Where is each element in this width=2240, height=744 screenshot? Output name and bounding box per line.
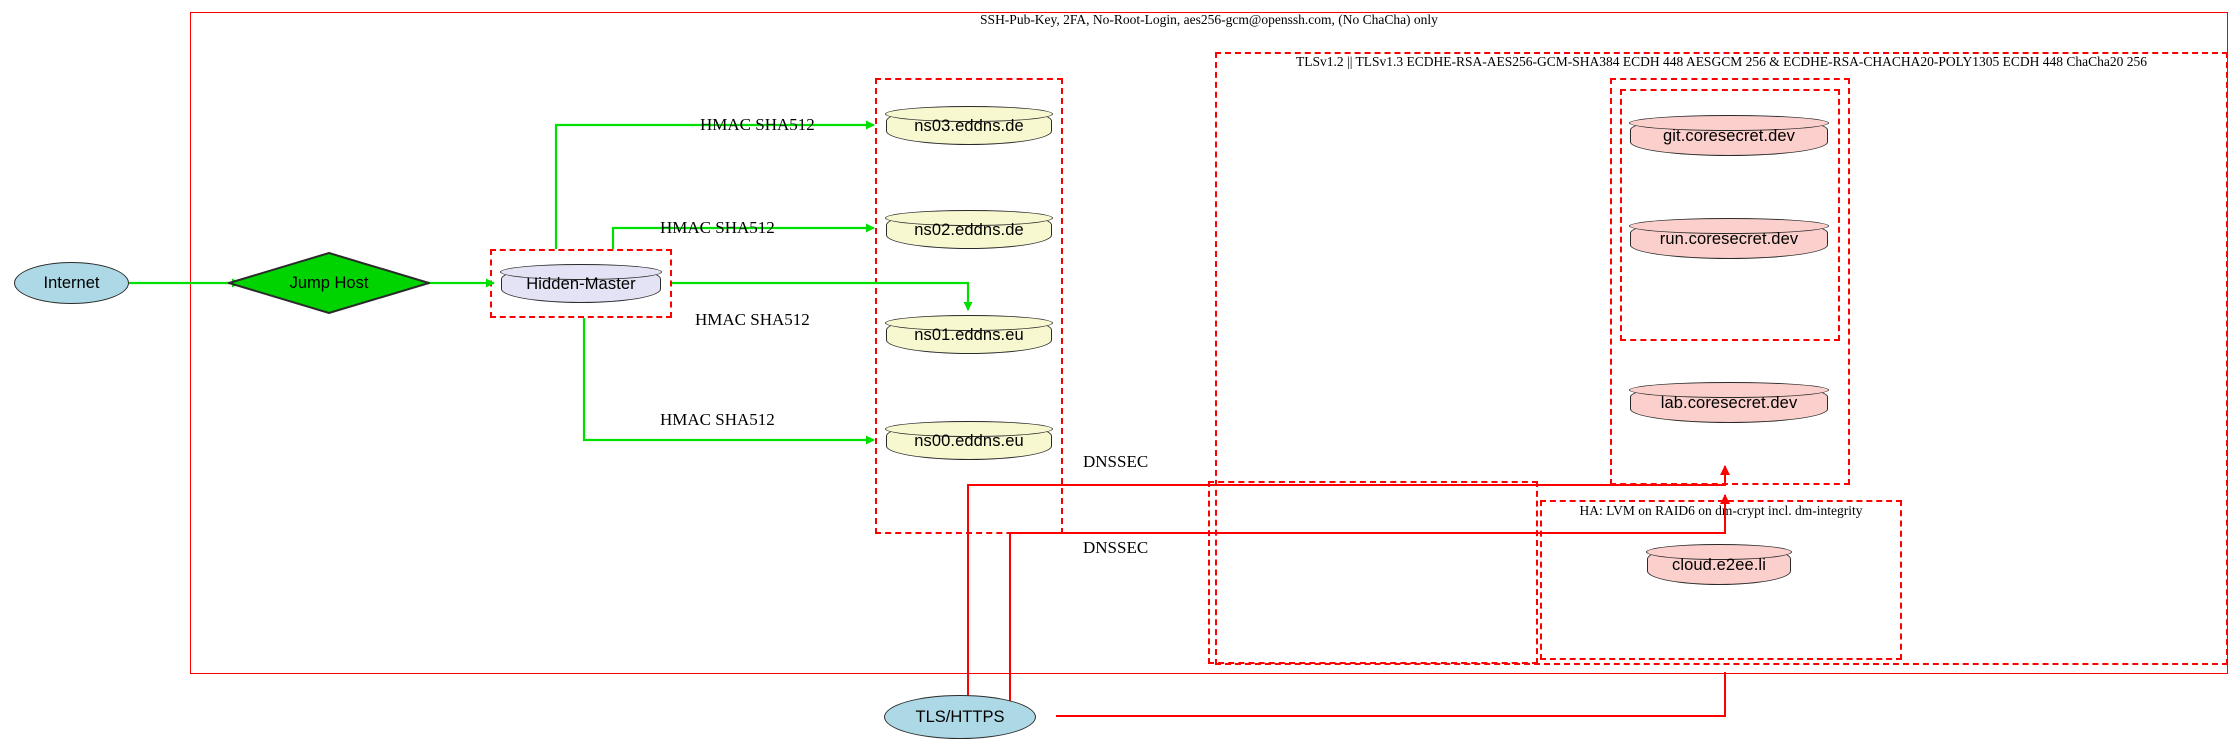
node-hidden-master[interactable]: Hidden-Master xyxy=(500,264,662,303)
node-cloud-e2ee[interactable]: cloud.e2ee.li xyxy=(1646,544,1792,585)
cluster-tls-policy-label: TLSv1.2 || TLSv1.3 ECDHE-RSA-AES256-GCM-… xyxy=(1296,54,2147,69)
node-ns00[interactable]: ns00.eddns.eu xyxy=(885,421,1053,460)
cylinder-top xyxy=(500,264,662,281)
cylinder-top xyxy=(1629,115,1829,132)
node-hidden-master-label: Hidden-Master xyxy=(526,274,636,293)
cylinder-top xyxy=(885,421,1053,438)
edge-label-hmac-ns00: HMAC SHA512 xyxy=(660,410,775,429)
edge-label-hmac-ns02: HMAC SHA512 xyxy=(660,218,775,237)
node-ns01-label: ns01.eddns.eu xyxy=(914,325,1024,344)
node-git-coresecret[interactable]: git.coresecret.dev xyxy=(1629,115,1829,156)
edge-label-dnssec-lower: DNSSEC xyxy=(1083,538,1149,557)
cluster-tls-policy xyxy=(1215,52,2228,665)
node-internet[interactable]: Internet xyxy=(14,262,129,304)
node-lab-coresecret[interactable]: lab.coresecret.dev xyxy=(1629,382,1829,423)
node-ns00-label: ns00.eddns.eu xyxy=(914,431,1024,450)
cylinder-top xyxy=(885,210,1053,227)
node-run-coresecret[interactable]: run.coresecret.dev xyxy=(1629,218,1829,259)
cylinder-top xyxy=(885,106,1053,123)
cylinder-top xyxy=(1629,382,1829,399)
cylinder-top xyxy=(1646,544,1792,561)
node-run-coresecret-label: run.coresecret.dev xyxy=(1659,229,1799,248)
node-ns02-label: ns02.eddns.de xyxy=(914,220,1024,239)
edge-label-hmac-ns03: HMAC SHA512 xyxy=(700,115,815,134)
cluster-dnssec-zone xyxy=(1208,481,1538,664)
edge-label-hmac-ns01: HMAC SHA512 xyxy=(695,310,810,329)
cluster-ssh-policy-label: SSH-Pub-Key, 2FA, No-Root-Login, aes256-… xyxy=(980,12,1438,27)
node-tls-https-label: TLS/HTTPS xyxy=(915,707,1005,726)
cylinder-top xyxy=(885,315,1053,332)
node-lab-coresecret-label: lab.coresecret.dev xyxy=(1660,393,1798,412)
node-ns03-label: ns03.eddns.de xyxy=(914,116,1024,135)
node-jump-host[interactable]: Jump Host xyxy=(228,252,430,314)
cluster-coresecret-inner xyxy=(1620,89,1840,341)
cluster-ha-storage-label: HA: LVM on RAID6 on dm-crypt incl. dm-in… xyxy=(1579,503,1863,518)
node-ns02[interactable]: ns02.eddns.de xyxy=(885,210,1053,249)
cylinder-top xyxy=(1629,218,1829,235)
node-git-coresecret-label: git.coresecret.dev xyxy=(1662,126,1796,145)
edge-label-dnssec-upper: DNSSEC xyxy=(1083,452,1149,471)
node-ns01[interactable]: ns01.eddns.eu xyxy=(885,315,1053,354)
node-tls-https[interactable]: TLS/HTTPS xyxy=(884,695,1036,739)
node-ns03[interactable]: ns03.eddns.de xyxy=(885,106,1053,145)
node-internet-label: Internet xyxy=(43,273,100,292)
node-cloud-e2ee-label: cloud.e2ee.li xyxy=(1672,555,1766,574)
node-jump-host-label: Jump Host xyxy=(289,273,369,292)
cluster-coresecret-outer xyxy=(1610,78,1850,485)
